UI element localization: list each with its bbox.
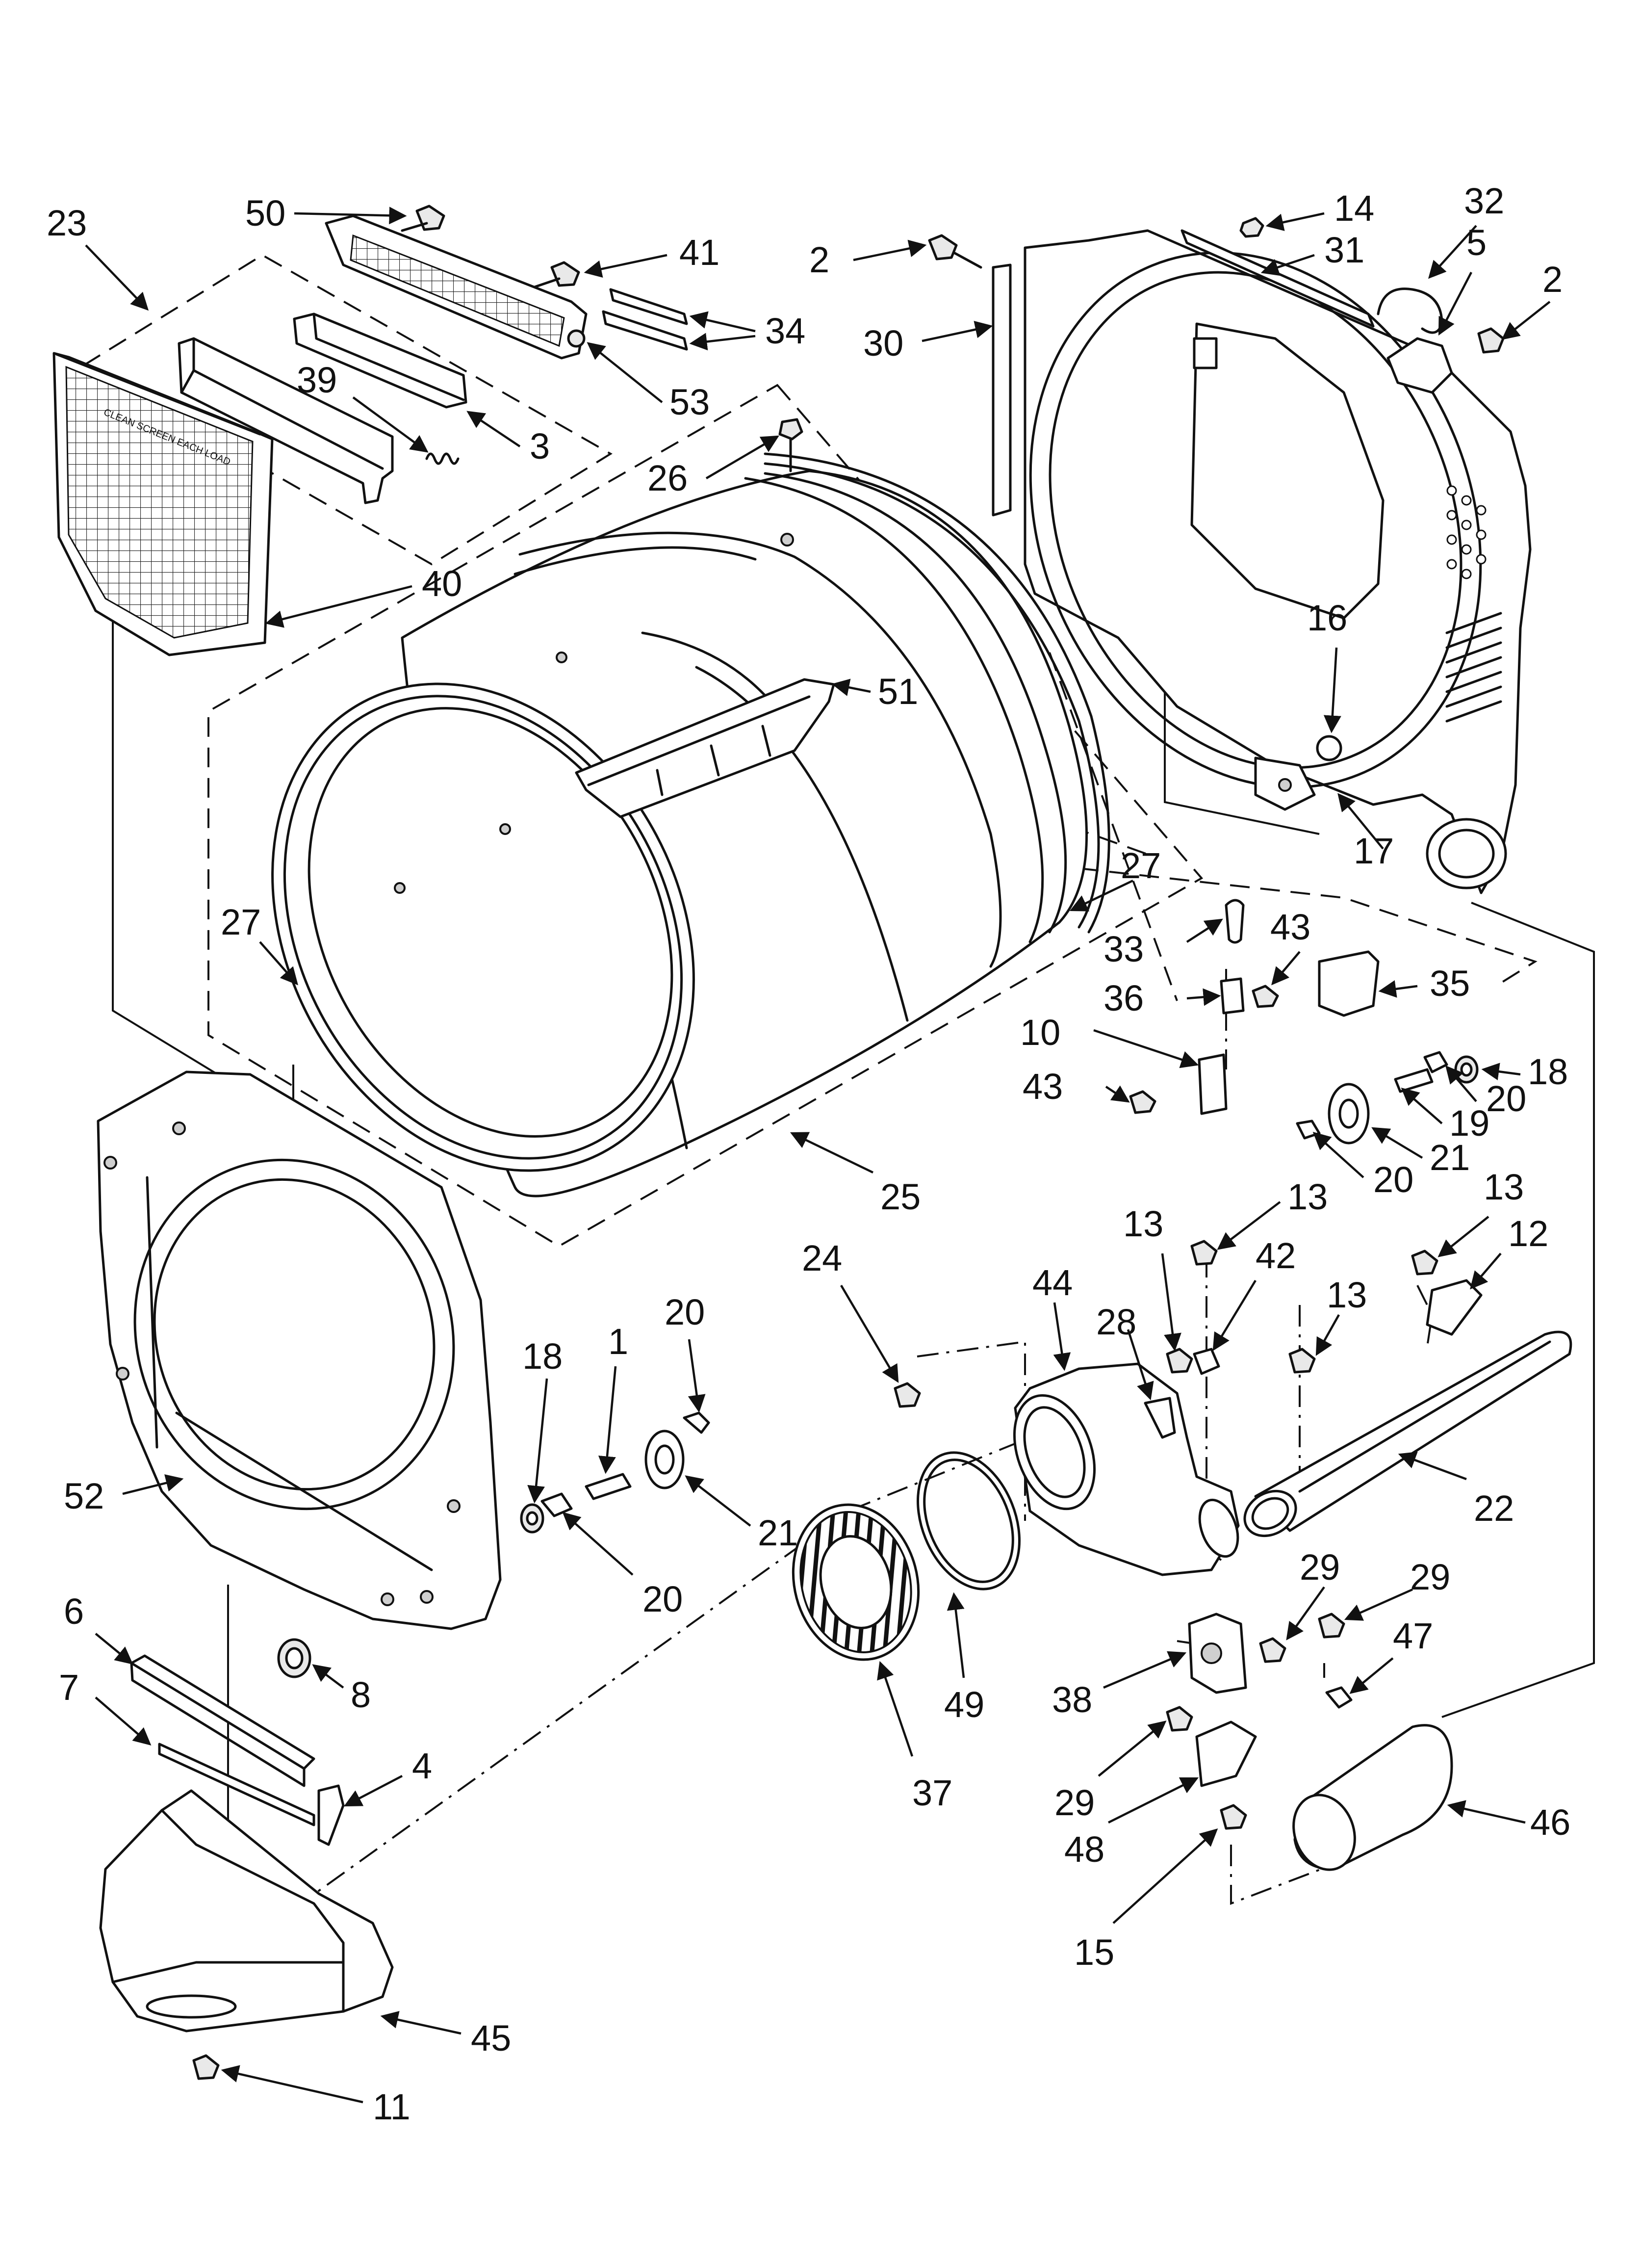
callout-8: 8 [351,1674,371,1715]
callout-29-a: 29 [1300,1547,1340,1588]
callout-37: 37 [912,1773,952,1813]
callout-34: 34 [765,311,805,351]
callout-19: 19 [1449,1103,1489,1144]
heater-duct [1243,1330,1572,1538]
callout-21-right: 21 [1430,1137,1470,1178]
front-bulkhead [97,1070,502,1678]
callout-45: 45 [471,2018,511,2059]
callout-26: 26 [647,458,688,498]
callout-28: 28 [1096,1302,1136,1342]
callout-3: 3 [530,426,550,467]
callout-4: 4 [412,1746,432,1786]
callout-31: 31 [1324,230,1364,270]
callout-12: 12 [1508,1213,1548,1254]
callout-13-c: 13 [1123,1203,1163,1244]
callout-13-b: 13 [1287,1176,1328,1217]
callout-29-b: 29 [1410,1557,1450,1597]
rear-bulkhead [928,217,1532,894]
callout-33: 33 [1103,929,1144,969]
callout-35: 35 [1430,963,1470,1004]
callout-39: 39 [297,360,337,400]
callout-48: 48 [1064,1829,1104,1870]
callout-49: 49 [944,1684,984,1725]
callout-25: 25 [880,1176,921,1217]
callout-52: 52 [64,1476,104,1516]
front-lower-parts [99,1654,394,2080]
callout-18-front: 18 [522,1336,563,1377]
callout-50: 50 [245,193,285,234]
callout-14: 14 [1334,188,1374,229]
drum-assembly [271,418,1110,1198]
callout-53: 53 [669,382,710,422]
callout-2-right: 2 [1542,259,1563,300]
callout-41: 41 [679,232,719,273]
callout-29-c: 29 [1054,1782,1095,1823]
callout-7: 7 [59,1667,79,1708]
callout-46: 46 [1530,1802,1570,1843]
front-roller-parts [520,1411,710,1534]
callout-21-front: 21 [758,1512,798,1553]
callout-42: 42 [1256,1235,1296,1276]
leader-lines [85,207,1551,2104]
lint-filter-screen: CLEAN SCREEN EACH LOAD [52,352,274,656]
callout-20-right-bottom: 20 [1373,1159,1413,1200]
callout-27-right: 27 [1121,845,1161,886]
callout-20-front-bottom: 20 [642,1579,683,1619]
callout-40: 40 [422,563,462,604]
callout-20-right-top: 20 [1486,1078,1526,1119]
callout-36: 36 [1103,978,1144,1018]
callout-15: 15 [1074,1932,1114,1973]
callout-32: 32 [1464,181,1504,221]
callout-6: 6 [64,1591,84,1632]
lint-filter-housing [178,205,688,504]
blower-assembly [792,1240,1483,1661]
callout-5: 5 [1466,222,1487,263]
callout-10: 10 [1020,1012,1060,1053]
callout-30: 30 [863,323,903,364]
callout-22: 22 [1474,1488,1514,1529]
callout-11: 11 [373,2086,410,2127]
thermal-parts [1129,899,1380,1115]
callout-23: 23 [47,203,87,243]
burner-parts [1166,1613,1453,1871]
callout-43-top: 43 [1270,907,1310,947]
callout-20-front-top: 20 [665,1292,705,1332]
callout-labels: 50 41 23 34 39 53 3 26 40 51 2 30 14 32 … [47,181,1570,2127]
callout-44: 44 [1032,1262,1073,1303]
callout-17: 17 [1354,831,1394,871]
callout-38: 38 [1052,1679,1092,1720]
callout-24: 24 [802,1238,842,1278]
callout-47: 47 [1393,1616,1433,1656]
callout-51: 51 [878,671,918,712]
callout-2-top: 2 [809,239,829,280]
callout-16: 16 [1307,598,1347,638]
callout-18-right: 18 [1528,1051,1568,1092]
callout-13-a: 13 [1484,1167,1524,1207]
callout-43-bottom: 43 [1023,1066,1063,1107]
callout-1: 1 [608,1321,628,1362]
callout-27-left: 27 [221,902,261,942]
callout-13-d: 13 [1327,1275,1367,1315]
